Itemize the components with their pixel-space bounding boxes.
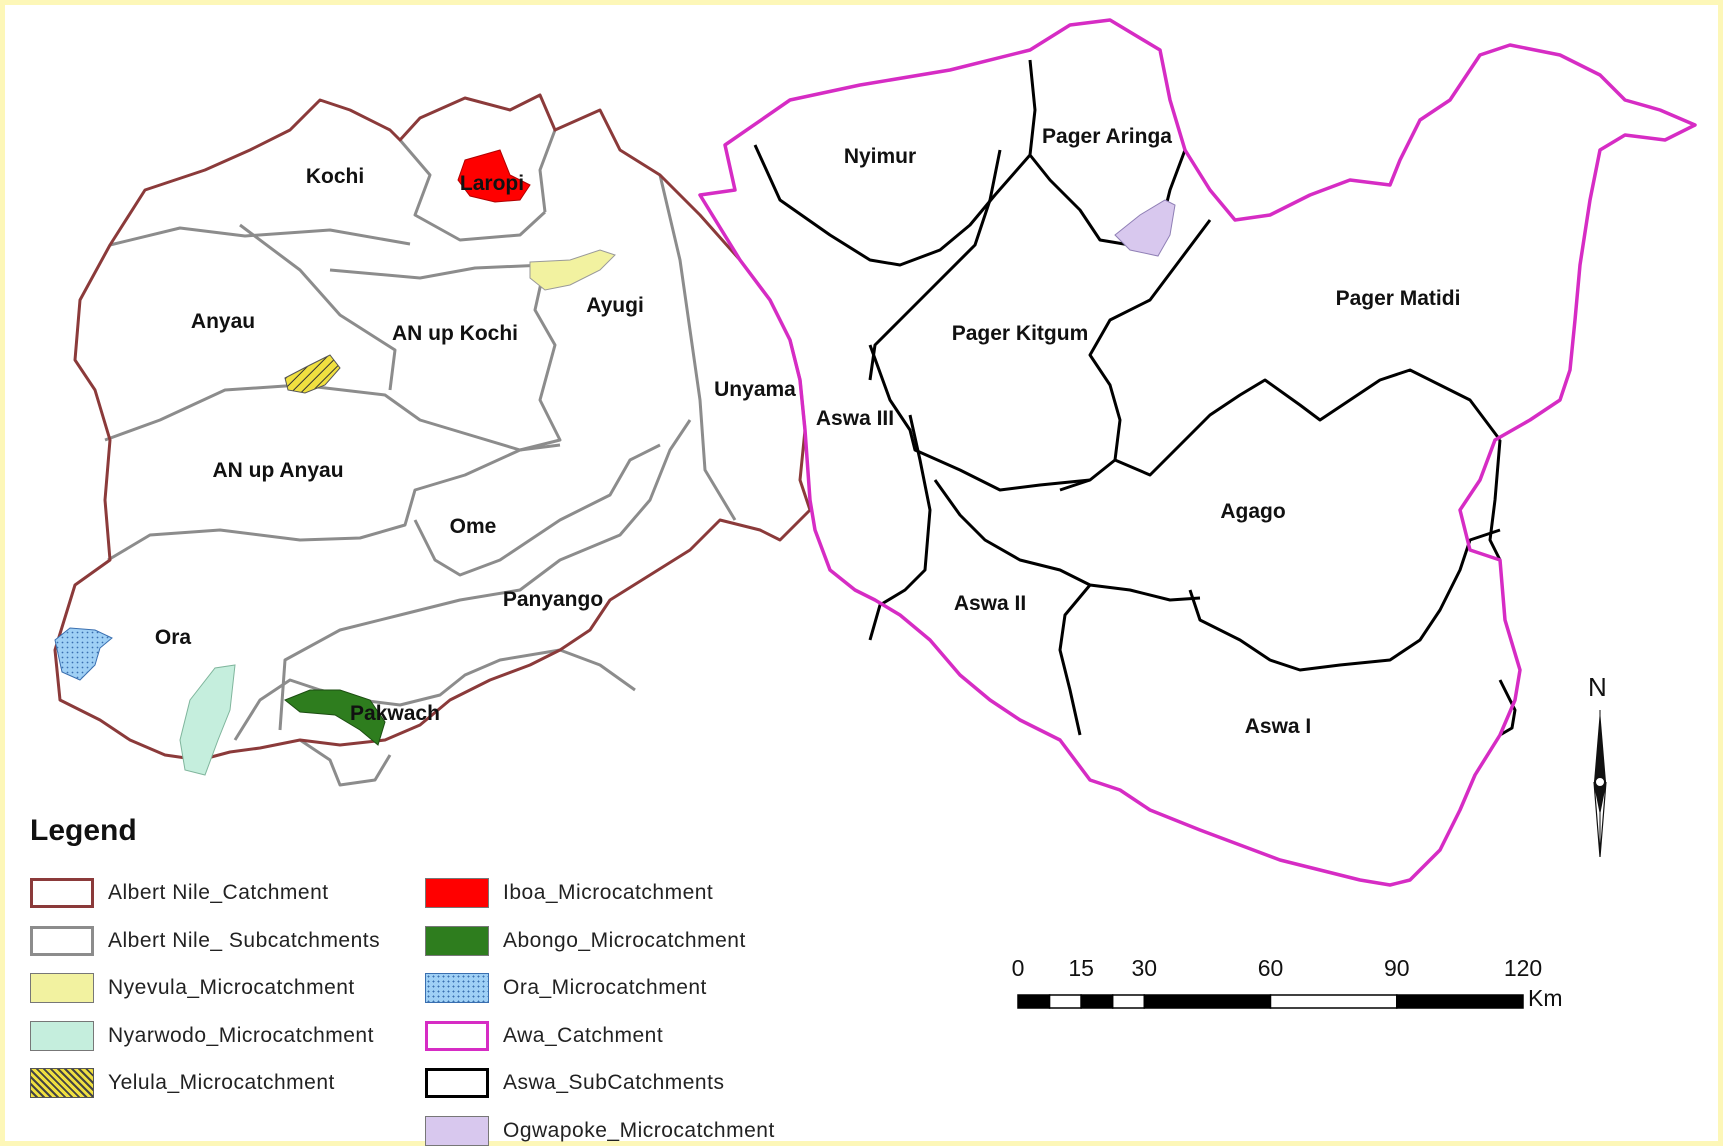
nyevula-microcatchment — [529, 249, 616, 291]
scale-tick-label: 90 — [1383, 955, 1410, 981]
region-label-ora: Ora — [155, 626, 192, 649]
region-label-ome: Ome — [450, 515, 497, 538]
scale-tick-label: 15 — [1068, 955, 1094, 981]
awa-catchment-outline — [698, 18, 1697, 887]
legend-swatch — [425, 1115, 489, 1146]
scale-segment — [1111, 994, 1145, 1009]
region-label-pager-matidi: Pager Matidi — [1336, 287, 1461, 310]
region-label-nyimur: Nyimur — [844, 145, 916, 168]
legend-label: Albert Nile_Catchment — [108, 881, 329, 904]
north-arrow: N — [1580, 672, 1620, 862]
region-label-anyau: Anyau — [191, 310, 255, 333]
legend-label: Aswa_SubCatchments — [503, 1071, 725, 1094]
legend-title: Legend — [30, 814, 137, 847]
legend-swatch — [425, 878, 489, 908]
legend-swatch — [30, 973, 94, 1003]
scale-tick-label: 60 — [1257, 955, 1284, 981]
scale-segment — [1143, 994, 1272, 1009]
legend-swatch — [425, 925, 489, 956]
legend-item: Abongo_Microcatchment — [425, 924, 746, 958]
ogwapoke-microcatchment — [1114, 199, 1176, 257]
scale-segment — [1269, 994, 1398, 1009]
region-label-ayugi: Ayugi — [586, 294, 644, 317]
legend-label: Awa_Catchment — [503, 1023, 664, 1047]
iboa-microcatchment — [457, 149, 531, 203]
legend-item: Albert Nile_Catchment — [30, 876, 329, 910]
scale-tick-label: 30 — [1131, 955, 1158, 981]
abongo-microcatchment — [284, 689, 386, 746]
legend-item: Awa_Catchment — [425, 1019, 663, 1053]
legend-label: Iboa_Microcatchment — [503, 881, 714, 904]
scale-segment — [1080, 994, 1114, 1009]
legend-swatch — [425, 973, 489, 1003]
albert-nile-catchment-outline — [53, 93, 812, 762]
scale-tick-label: 120 — [1503, 955, 1543, 981]
scale-bar-graphic — [1017, 994, 1524, 1009]
legend-swatch — [30, 1020, 94, 1051]
scale-unit: Km — [1528, 985, 1563, 1011]
legend-label: Albert Nile_ Subcatchments — [108, 928, 381, 952]
legend-item: Yelula_Microcatchment — [30, 1066, 335, 1100]
legend-swatch — [425, 1020, 489, 1051]
scale-segment — [1048, 994, 1082, 1009]
region-label-pager-kitgum: Pager Kitgum — [952, 322, 1089, 345]
scale-bar: 0 15 30 60 90 120 Km — [1011, 955, 1575, 1015]
north-arrow-icon — [1593, 710, 1607, 858]
region-label-aswa-iii: Aswa III — [816, 407, 894, 430]
region-label-unyama: Unyama — [714, 378, 796, 401]
north-label: N — [1588, 672, 1607, 702]
region-label-aswa-ii: Aswa II — [954, 592, 1026, 615]
region-label-pakwach: Pakwach — [350, 702, 440, 725]
region-label-pager-aringa: Pager Aringa — [1042, 125, 1172, 148]
legend-label: Ogwapoke_Microcatchment — [503, 1118, 775, 1142]
legend-label: Ora_Microcatchment — [503, 976, 707, 999]
legend-item: Ogwapoke_Microcatchment — [425, 1114, 775, 1148]
legend-label: Nyarwodo_Microcatchment — [108, 1023, 374, 1047]
legend-swatch — [30, 1068, 94, 1098]
yelula-microcatchment — [284, 354, 341, 394]
region-label-an-up-anyau: AN up Anyau — [212, 459, 343, 482]
legend-label: Nyevula_Microcatchment — [108, 976, 355, 999]
region-label-panyango: Panyango — [503, 588, 603, 611]
scale-segment — [1017, 994, 1051, 1009]
legend-swatch — [30, 878, 94, 908]
legend-label: Abongo_Microcatchment — [503, 928, 746, 952]
legend-item: Nyarwodo_Microcatchment — [30, 1019, 374, 1053]
region-label-agago: Agago — [1220, 500, 1285, 523]
legend-swatch — [425, 1068, 489, 1098]
legend-item: Aswa_SubCatchments — [425, 1066, 724, 1100]
legend-item: Albert Nile_ Subcatchments — [30, 924, 380, 958]
legend-item: Ora_Microcatchment — [425, 971, 707, 1005]
legend-swatch — [30, 925, 94, 956]
legend-label: Yelula_Microcatchment — [108, 1071, 335, 1094]
legend-item: Nyevula_Microcatchment — [30, 971, 355, 1005]
region-label-kochi: Kochi — [306, 165, 364, 188]
region-label-an-up-kochi: AN up Kochi — [392, 322, 518, 345]
nyarwodo-microcatchment — [179, 664, 236, 776]
region-label-aswa-i: Aswa I — [1245, 715, 1312, 738]
scale-tick-label: 0 — [1011, 955, 1025, 981]
legend-item: Iboa_Microcatchment — [425, 876, 713, 910]
region-label-laropi: Laropi — [460, 172, 524, 195]
albert-nile-subcatchment-lines — [104, 129, 737, 787]
ora-microcatchment — [54, 627, 113, 681]
scale-segment — [1396, 994, 1524, 1009]
